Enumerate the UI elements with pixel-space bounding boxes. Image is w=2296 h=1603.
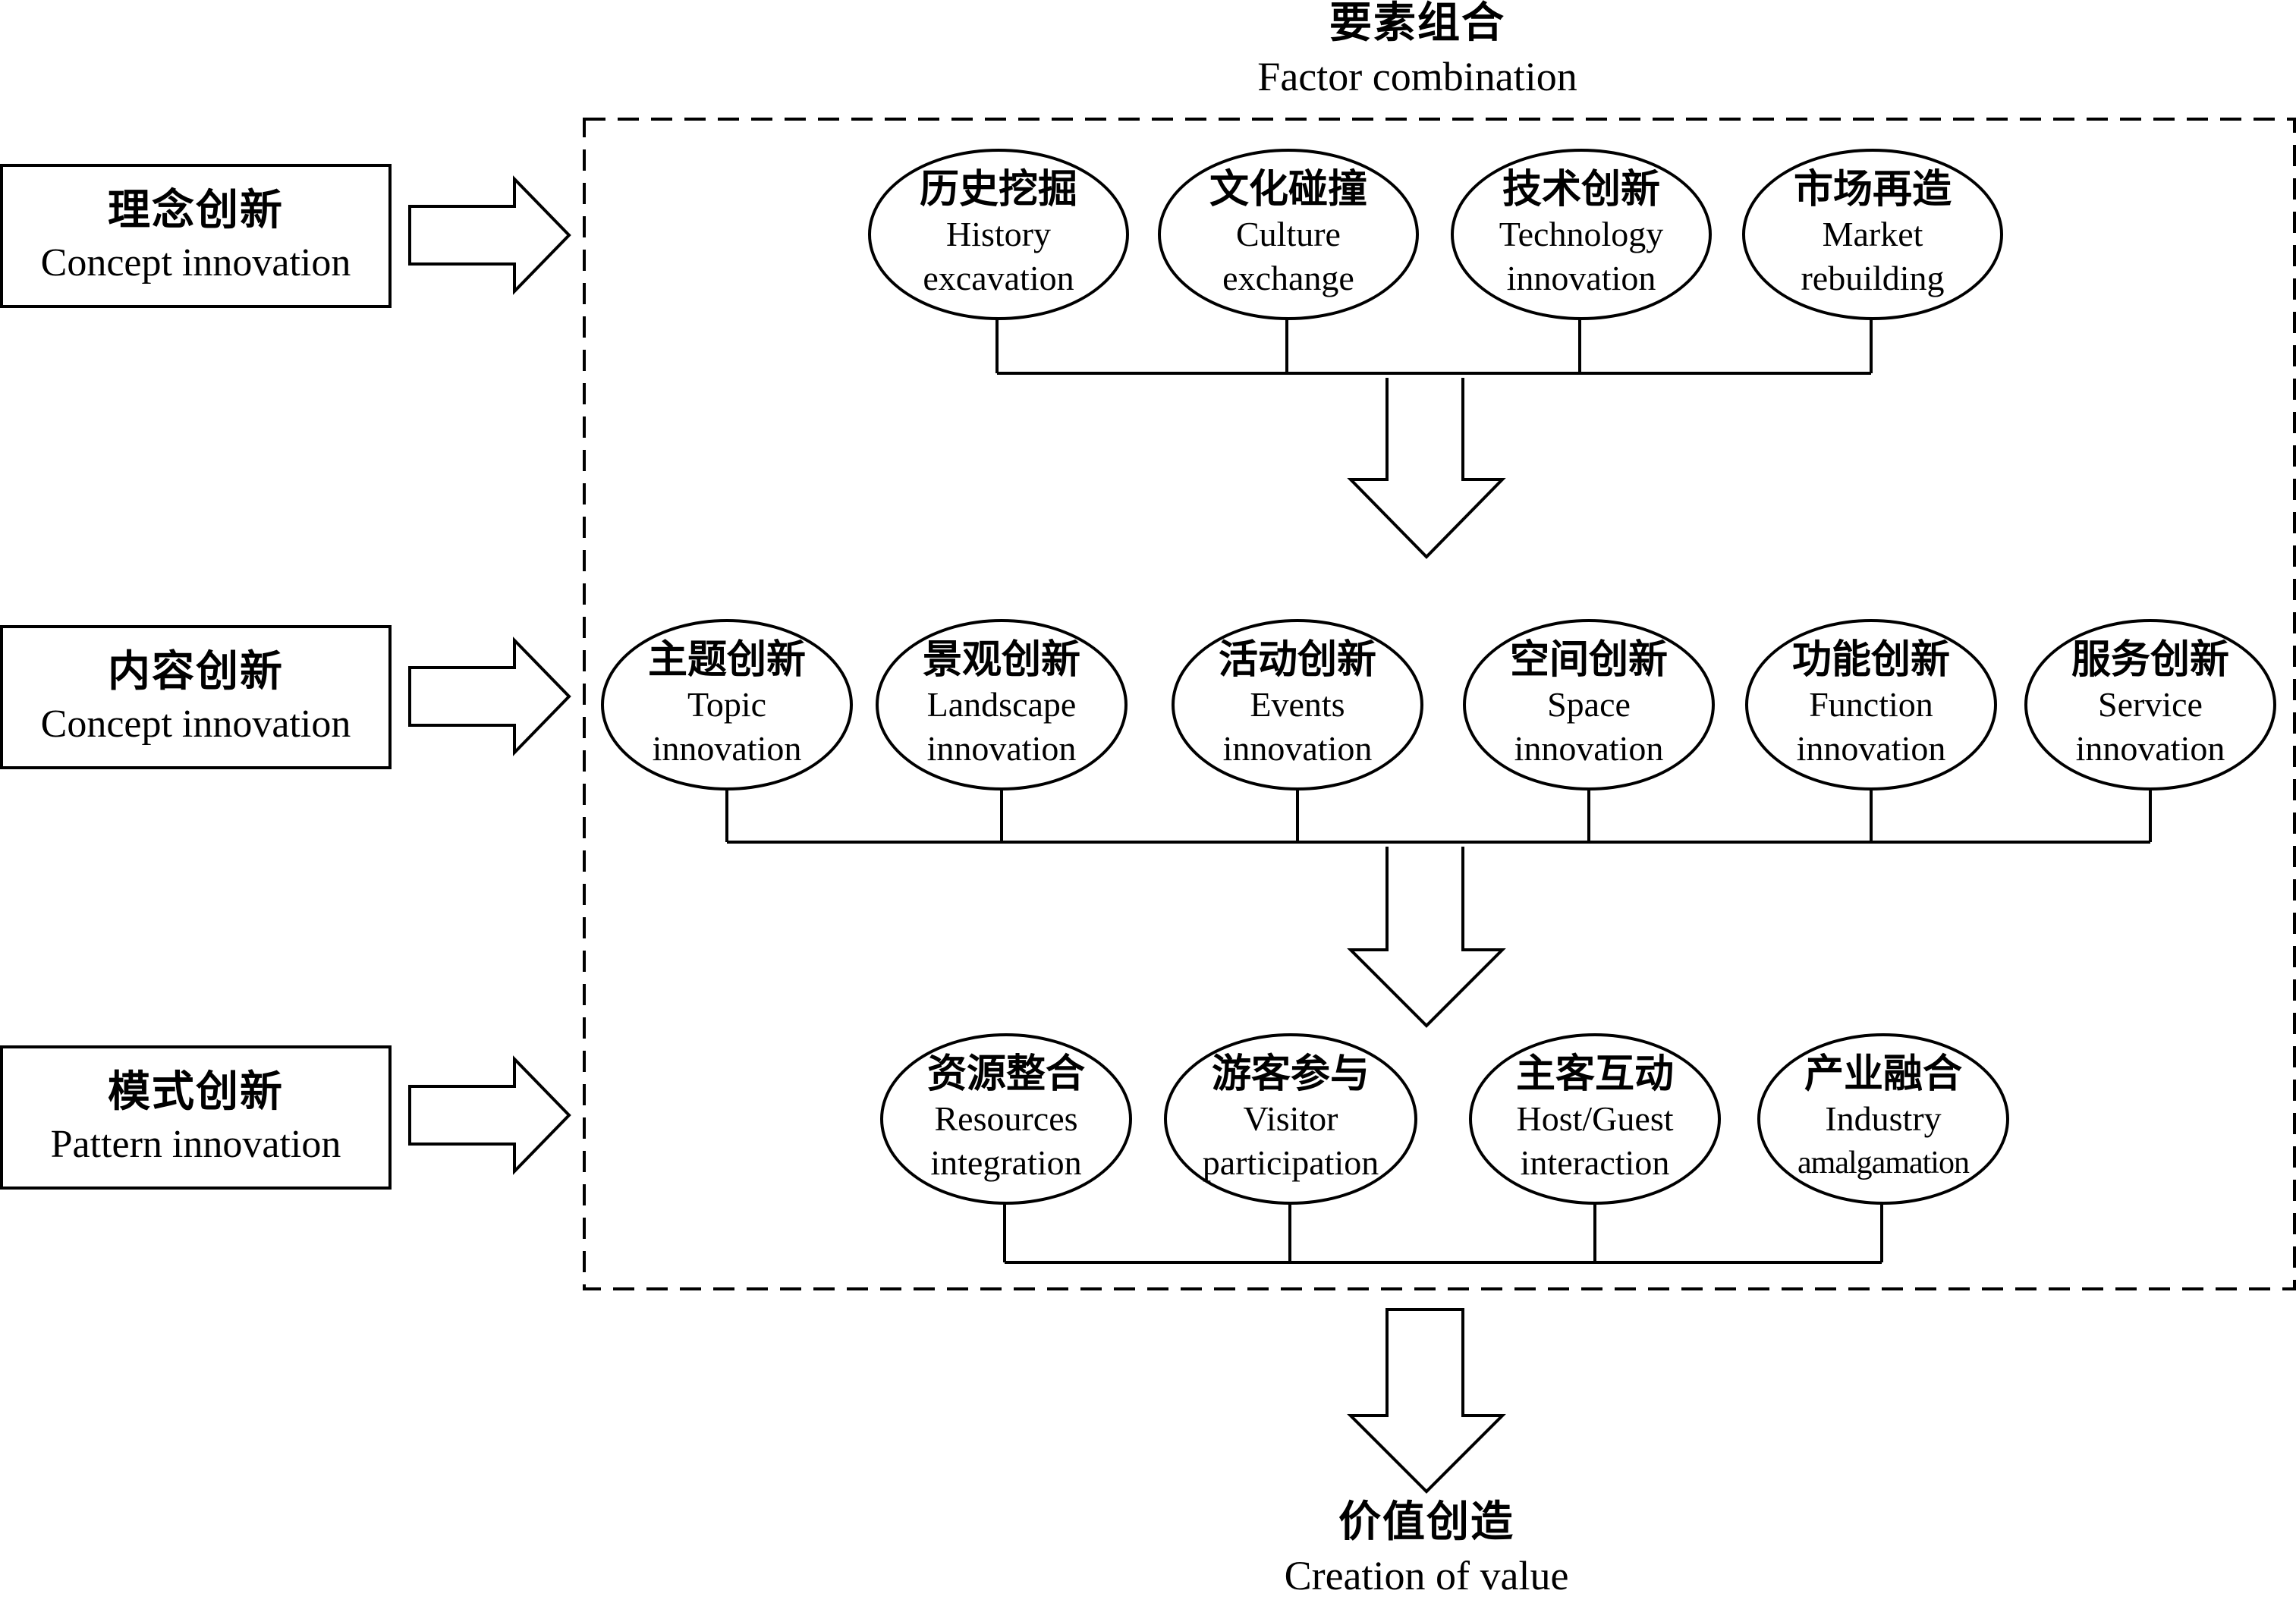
- node-label-en-1: Host/Guest: [1516, 1099, 1674, 1138]
- node-label-en-1: Space: [1547, 685, 1631, 724]
- factor-combination-frame: [583, 118, 2296, 1290]
- node-label-cn: 技术创新: [1502, 168, 1660, 212]
- level-label-en: Concept innovation: [40, 702, 351, 746]
- down-arrow-2: [1347, 847, 1506, 1028]
- node-label-en-1: Industry: [1825, 1099, 1942, 1138]
- content-node-landscape: 景观创新 Landscape innovation: [876, 619, 1128, 790]
- factor-combination-title-en: Factor combination: [1257, 54, 1577, 99]
- node-label-cn: 活动创新: [1218, 639, 1376, 682]
- node-label-en-2: integration: [930, 1143, 1082, 1182]
- level-box-concept: 理念创新 Concept innovation: [0, 164, 392, 308]
- pattern-node-industry: 产业融合 Industry amalgamation: [1757, 1033, 2009, 1205]
- factor-combination-title: 要素组合 Factor combination: [1190, 0, 1645, 103]
- node-label-en-1: Resources: [934, 1099, 1078, 1138]
- pattern-node-resources: 资源整合 Resources integration: [880, 1033, 1132, 1205]
- node-label-en-2: innovation: [1796, 729, 1946, 768]
- down-arrow-3: [1347, 1308, 1506, 1494]
- node-label-en-2: innovation: [2075, 729, 2225, 768]
- factor-combination-title-cn: 要素组合: [1329, 0, 1505, 47]
- row1-connector: [995, 319, 1873, 375]
- content-node-function: 功能创新 Function innovation: [1745, 619, 1997, 790]
- node-label-en-1: Visitor: [1243, 1099, 1338, 1138]
- node-label-en-2: innovation: [652, 729, 802, 768]
- creation-of-value-en: Creation of value: [1284, 1553, 1569, 1598]
- down-arrow-1: [1347, 378, 1506, 559]
- node-label-en-2: exchange: [1222, 259, 1354, 297]
- row2-connector: [725, 789, 2152, 844]
- node-label-en-2: innovation: [1514, 729, 1664, 768]
- node-label-cn: 空间创新: [1509, 639, 1668, 682]
- node-label-cn: 功能创新: [1791, 639, 1950, 682]
- node-label-en-2: innovation: [1222, 729, 1373, 768]
- node-label-en-1: Market: [1822, 215, 1923, 253]
- node-label-cn: 景观创新: [922, 639, 1080, 682]
- node-label-en-1: Culture: [1236, 215, 1341, 253]
- node-label-cn: 主题创新: [647, 639, 806, 682]
- pattern-node-host-guest: 主客互动 Host/Guest interaction: [1469, 1033, 1721, 1205]
- factor-node-technology: 技术创新 Technology innovation: [1451, 149, 1712, 320]
- level-arrow-content: [408, 636, 571, 756]
- node-label-en-1: Events: [1250, 685, 1345, 724]
- node-label-en-2: interaction: [1520, 1143, 1670, 1182]
- node-label-cn: 历史挖掘: [919, 168, 1077, 212]
- level-label-en: Concept innovation: [40, 241, 351, 284]
- node-label-en-2: innovation: [1506, 259, 1656, 297]
- content-node-topic: 主题创新 Topic innovation: [601, 619, 853, 790]
- node-label-en-2: participation: [1202, 1143, 1379, 1182]
- node-label-cn: 服务创新: [2071, 639, 2229, 682]
- creation-of-value-cn: 价值创造: [1338, 1499, 1514, 1546]
- node-label-en-1: Topic: [687, 685, 767, 724]
- factor-node-culture: 文化碰撞 Culture exchange: [1158, 149, 1419, 320]
- node-label-cn: 主客互动: [1515, 1053, 1674, 1096]
- node-label-en-2: excavation: [923, 259, 1074, 297]
- node-label-cn: 产业融合: [1804, 1053, 1962, 1096]
- level-arrow-pattern: [408, 1055, 571, 1175]
- pattern-node-visitor: 游客参与 Visitor participation: [1164, 1033, 1417, 1205]
- node-label-cn: 资源整合: [926, 1053, 1085, 1096]
- creation-of-value-title: 价值创造 Creation of value: [1199, 1496, 1654, 1602]
- node-label-cn: 游客参与: [1211, 1053, 1370, 1096]
- level-box-content: 内容创新 Concept innovation: [0, 625, 392, 769]
- factor-node-history: 历史挖掘 History excavation: [868, 149, 1129, 320]
- node-label-en-1: Technology: [1499, 215, 1664, 253]
- node-label-en-2: rebuilding: [1801, 259, 1945, 297]
- content-node-events: 活动创新 Events innovation: [1172, 619, 1423, 790]
- level-label-cn: 理念创新: [108, 187, 284, 234]
- content-node-service: 服务创新 Service innovation: [2024, 619, 2276, 790]
- node-label-en-1: History: [946, 215, 1051, 253]
- level-label-cn: 模式创新: [108, 1069, 284, 1116]
- content-node-space: 空间创新 Space innovation: [1463, 619, 1715, 790]
- node-label-en-1: Service: [2098, 685, 2203, 724]
- node-label-cn: 市场再造: [1793, 168, 1952, 212]
- level-arrow-concept: [408, 175, 571, 295]
- level-box-pattern: 模式创新 Pattern innovation: [0, 1045, 392, 1190]
- row3-connector: [1003, 1203, 1883, 1264]
- level-label-en: Pattern innovation: [50, 1123, 341, 1166]
- node-label-en-2: innovation: [926, 729, 1077, 768]
- node-label-en-1: Function: [1809, 685, 1933, 724]
- node-label-cn: 文化碰撞: [1209, 168, 1367, 212]
- level-label-cn: 内容创新: [108, 649, 284, 696]
- factor-node-market: 市场再造 Market rebuilding: [1742, 149, 2003, 320]
- node-label-en-1: Landscape: [926, 685, 1077, 724]
- node-label-en-2: amalgamation: [1797, 1146, 1970, 1180]
